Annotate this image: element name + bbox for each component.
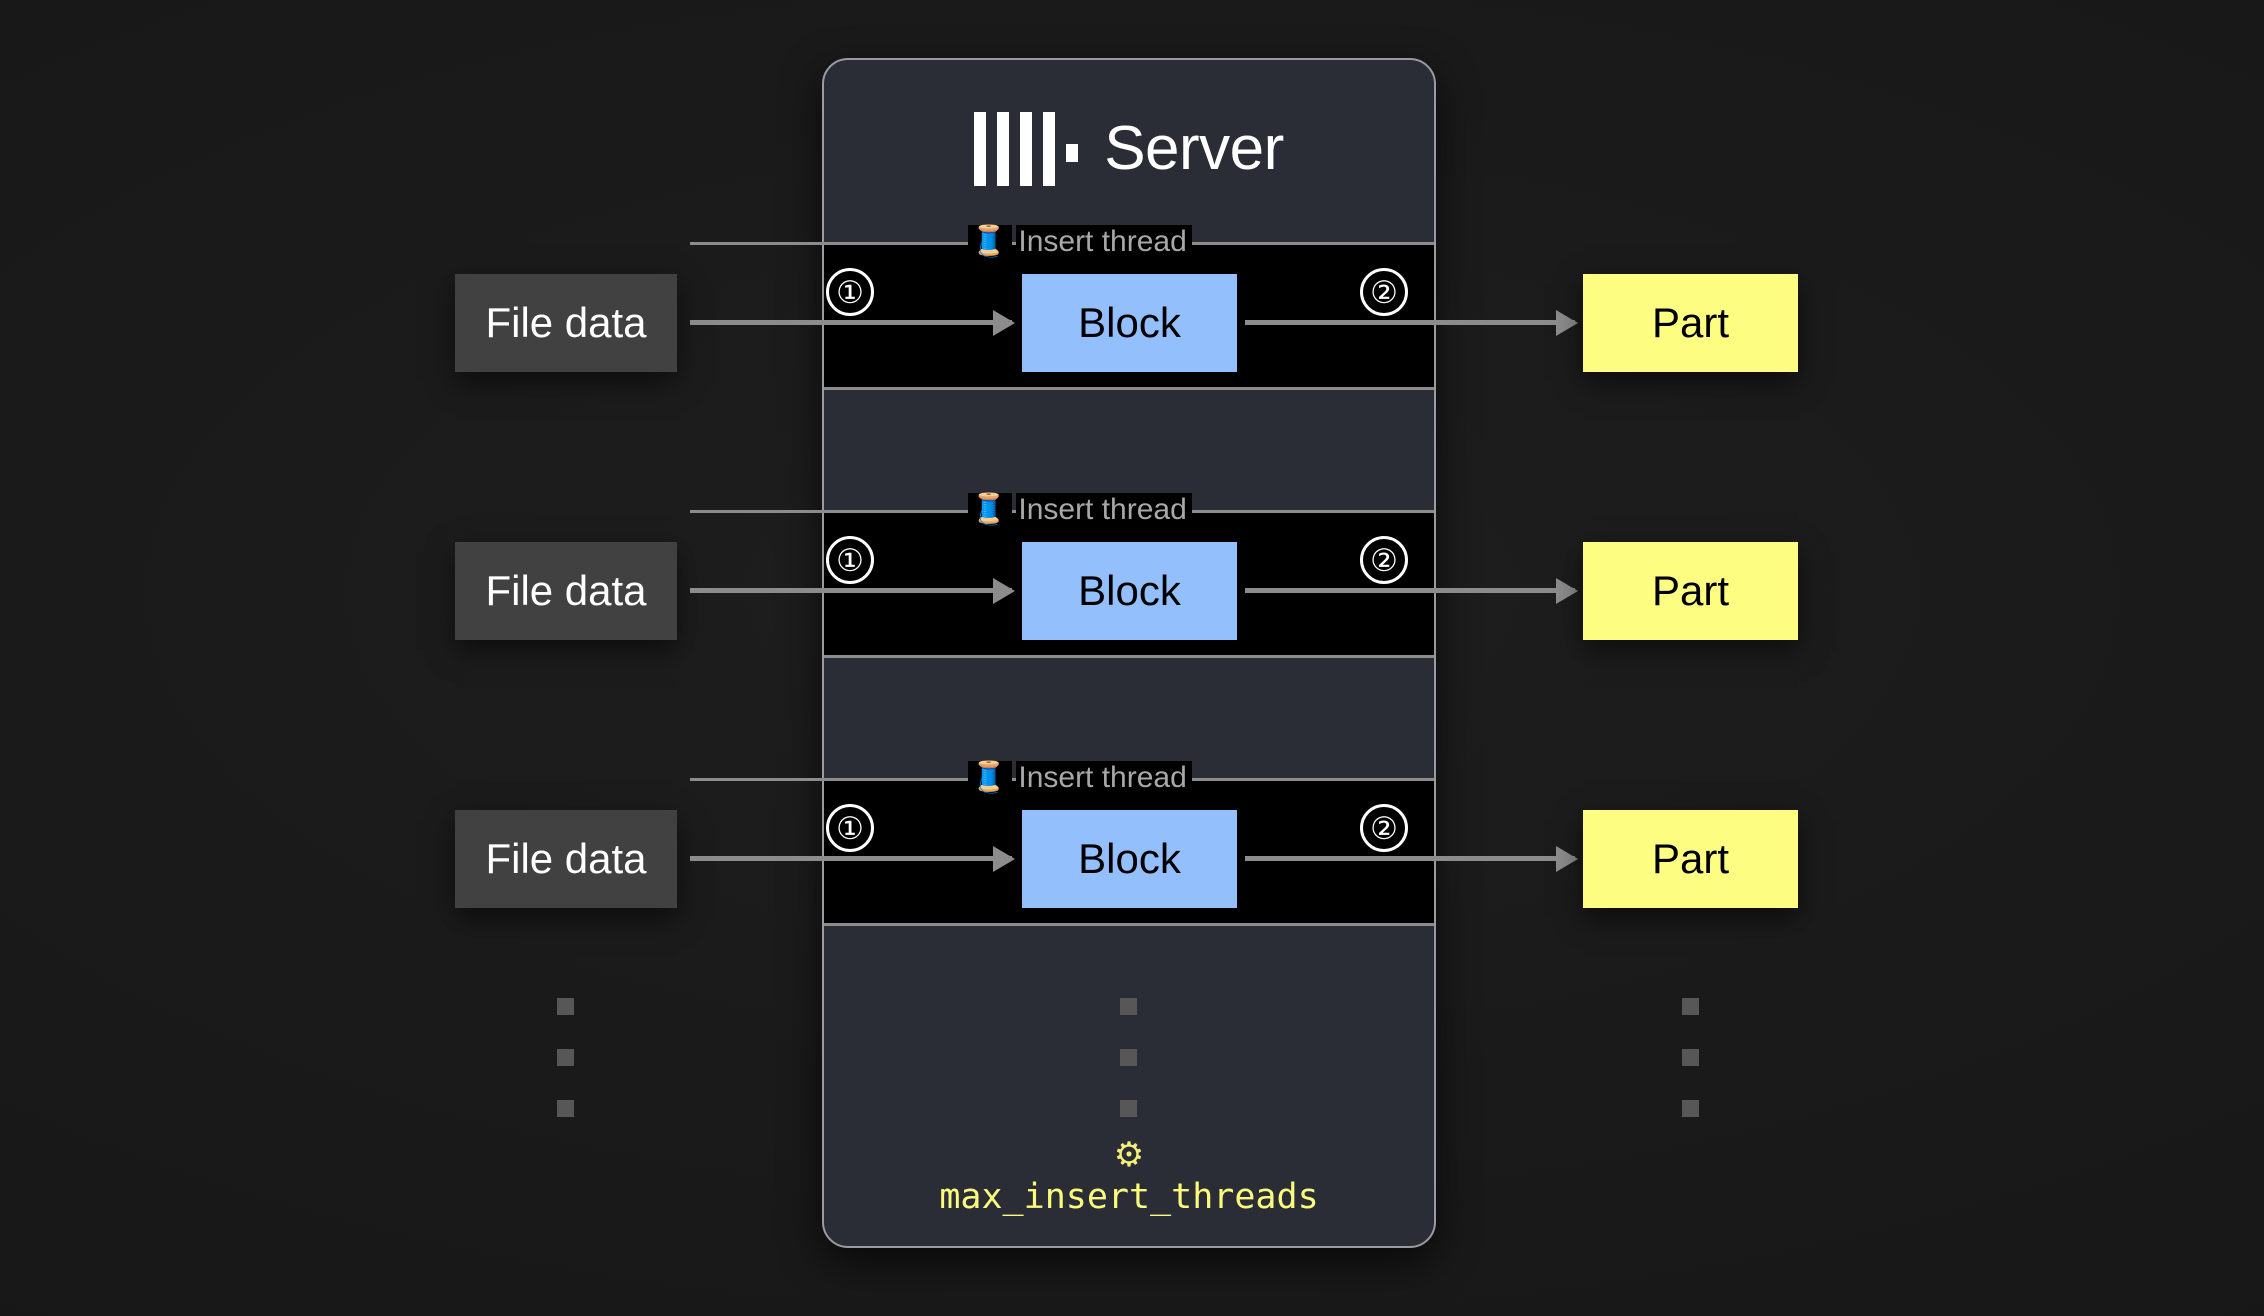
file-data-box: File data <box>455 274 677 372</box>
arrow-file-to-block <box>690 320 1012 325</box>
arrow-block-to-part <box>1245 320 1575 325</box>
logo-bar <box>974 112 987 186</box>
logo-bar <box>1043 112 1056 186</box>
step-marker-one: ① <box>826 536 874 584</box>
ellipsis-column-right <box>1682 998 1699 1117</box>
ellipsis-square <box>1682 1100 1699 1117</box>
ellipsis-column-middle <box>1120 998 1137 1117</box>
step-marker-two: ② <box>1360 536 1408 584</box>
thread-rule-extension <box>690 242 830 245</box>
ellipsis-square <box>557 1049 574 1066</box>
step-marker-one: ① <box>826 268 874 316</box>
block-box: Block <box>1022 810 1237 908</box>
server-title-row: Server <box>824 94 1434 204</box>
ellipsis-square <box>557 998 574 1015</box>
step-marker-one: ① <box>826 804 874 852</box>
file-data-box: File data <box>455 810 677 908</box>
thread-rule-extension <box>690 510 830 513</box>
part-box: Part <box>1583 542 1798 640</box>
arrow-file-to-block <box>690 588 1012 593</box>
arrow-block-to-part <box>1245 856 1575 861</box>
part-box: Part <box>1583 810 1798 908</box>
step-marker-two: ② <box>1360 268 1408 316</box>
ellipsis-square <box>1120 1100 1137 1117</box>
block-box: Block <box>1022 274 1237 372</box>
block-box: Block <box>1022 542 1237 640</box>
setting-name: max_insert_threads <box>939 1177 1319 1217</box>
logo-dot <box>1066 144 1079 162</box>
page-title: Server <box>1104 114 1284 183</box>
arrow-file-to-block <box>690 856 1012 861</box>
setting-group: ⚙ max_insert_threads <box>822 1138 1436 1217</box>
logo-bar <box>1020 112 1033 186</box>
logo-bar <box>997 112 1010 186</box>
ellipsis-square <box>1682 998 1699 1015</box>
part-box: Part <box>1583 274 1798 372</box>
ellipsis-square <box>1682 1049 1699 1066</box>
arrow-block-to-part <box>1245 588 1575 593</box>
ellipsis-square <box>557 1100 574 1117</box>
clickhouse-logo-icon <box>974 112 1079 186</box>
ellipsis-square <box>1120 1049 1137 1066</box>
ellipsis-square <box>1120 998 1137 1015</box>
ellipsis-column-left <box>557 998 574 1117</box>
file-data-box: File data <box>455 542 677 640</box>
gear-icon: ⚙ <box>1113 1136 1145 1174</box>
thread-rule-extension <box>690 778 830 781</box>
step-marker-two: ② <box>1360 804 1408 852</box>
